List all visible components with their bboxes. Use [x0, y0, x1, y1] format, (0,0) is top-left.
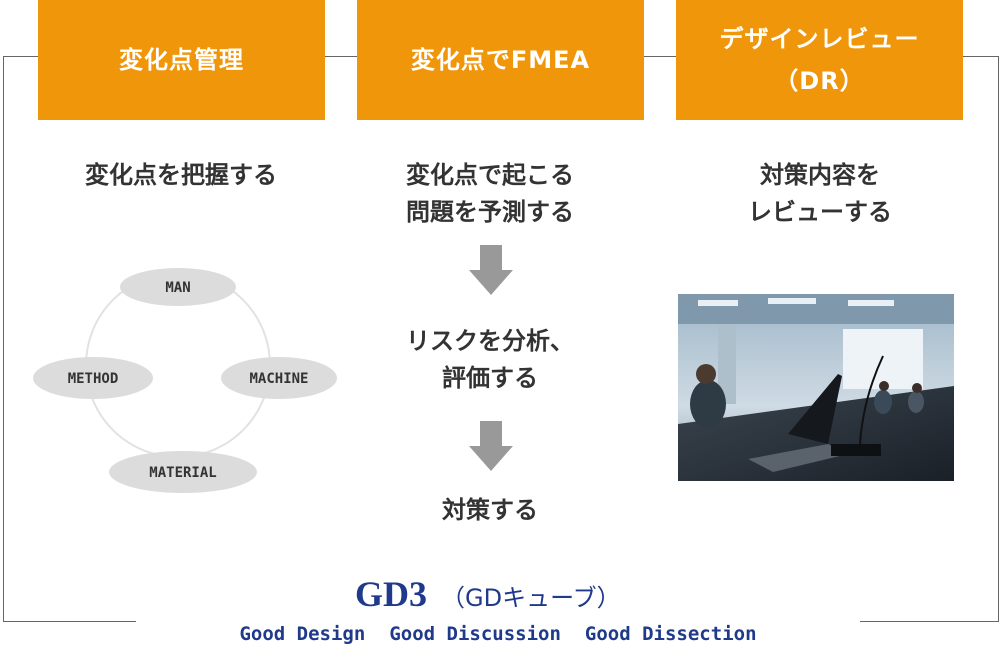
desc-grasp-change: 変化点を把握する	[31, 157, 331, 194]
gd3-title: GD3 （GDキューブ）	[355, 573, 621, 615]
step-countermeasure: 対策する	[340, 492, 640, 529]
down-arrow-icon	[469, 245, 513, 295]
header-line: デザインレビュー	[719, 25, 920, 53]
meeting-room-photo	[678, 294, 954, 481]
header-design-review: デザインレビュー （DR）	[676, 0, 963, 120]
tagline-good-design: Good Design	[239, 623, 366, 645]
cycle-node-method: METHOD	[33, 357, 153, 399]
cycle-label: MATERIAL	[149, 465, 216, 481]
down-arrow-icon	[469, 421, 513, 471]
desc-line: 問題を予測する	[406, 198, 574, 226]
cycle-node-man: MAN	[120, 268, 236, 306]
desc-line: レビューする	[748, 198, 892, 226]
header-change-point-management: 変化点管理	[38, 0, 325, 120]
4m-cycle-diagram: MAN MACHINE MATERIAL METHOD	[33, 268, 337, 493]
cycle-label: MACHINE	[249, 371, 308, 387]
gd3-tagline: Good Design Good Discussion Good Dissect…	[136, 621, 860, 647]
step-analyze-evaluate-risk: リスクを分析、 評価する	[340, 323, 640, 397]
tagline-good-dissection: Good Dissection	[584, 623, 757, 645]
gd3-reading: （GDキューブ）	[441, 584, 621, 612]
desc-line: 変化点を把握する	[85, 161, 277, 189]
header-fmea: 変化点でFMEA	[357, 0, 644, 120]
step-line: 評価する	[442, 364, 538, 392]
header-line: （DR）	[774, 67, 865, 95]
cycle-node-machine: MACHINE	[221, 357, 337, 399]
header-line: 変化点管理	[119, 46, 244, 74]
cycle-label: METHOD	[68, 371, 119, 387]
cycle-node-material: MATERIAL	[109, 451, 257, 493]
step-line: リスクを分析、	[406, 327, 574, 355]
tagline-good-discussion: Good Discussion	[389, 623, 561, 645]
cycle-label: MAN	[165, 280, 190, 296]
desc-line: 対策内容を	[760, 161, 880, 189]
header-line: 変化点でFMEA	[410, 46, 591, 74]
gd3-logo-text: GD3	[355, 574, 427, 614]
step-line: 対策する	[442, 496, 538, 524]
desc-review-countermeasures: 対策内容を レビューする	[670, 157, 970, 231]
desc-line: 変化点で起こる	[406, 161, 574, 189]
desc-predict-problems: 変化点で起こる 問題を予測する	[340, 157, 640, 231]
